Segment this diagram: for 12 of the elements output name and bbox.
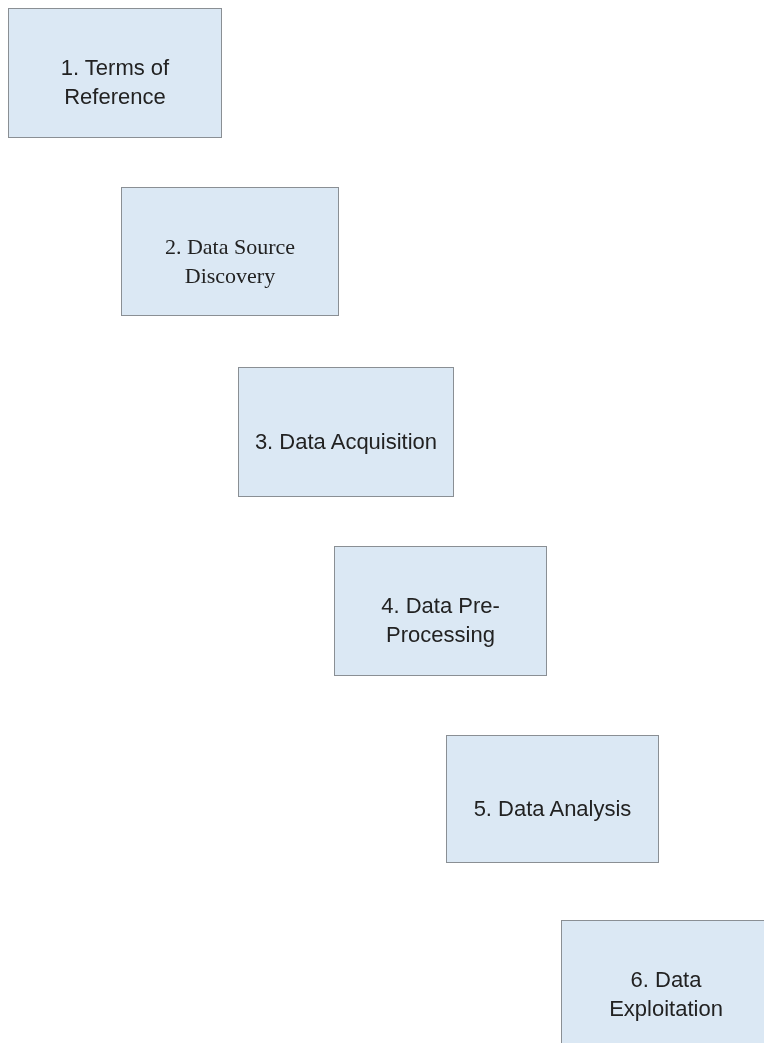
- step-label: 4. Data Pre-Processing: [380, 592, 501, 649]
- step-label: 5. Data Analysis: [473, 794, 632, 823]
- step-label: 1. Terms of Reference: [59, 54, 171, 111]
- step-label: 2. Data Source Discovery: [163, 232, 297, 290]
- process-box: [238, 367, 454, 497]
- step-label: 6. Data Exploitation: [608, 966, 724, 1023]
- process-box: [446, 735, 659, 863]
- process-box: [561, 920, 764, 1043]
- step-label: 3. Data Acquisition: [254, 427, 438, 456]
- process-box: [121, 187, 339, 316]
- process-box: [8, 8, 222, 138]
- process-box: [334, 546, 547, 676]
